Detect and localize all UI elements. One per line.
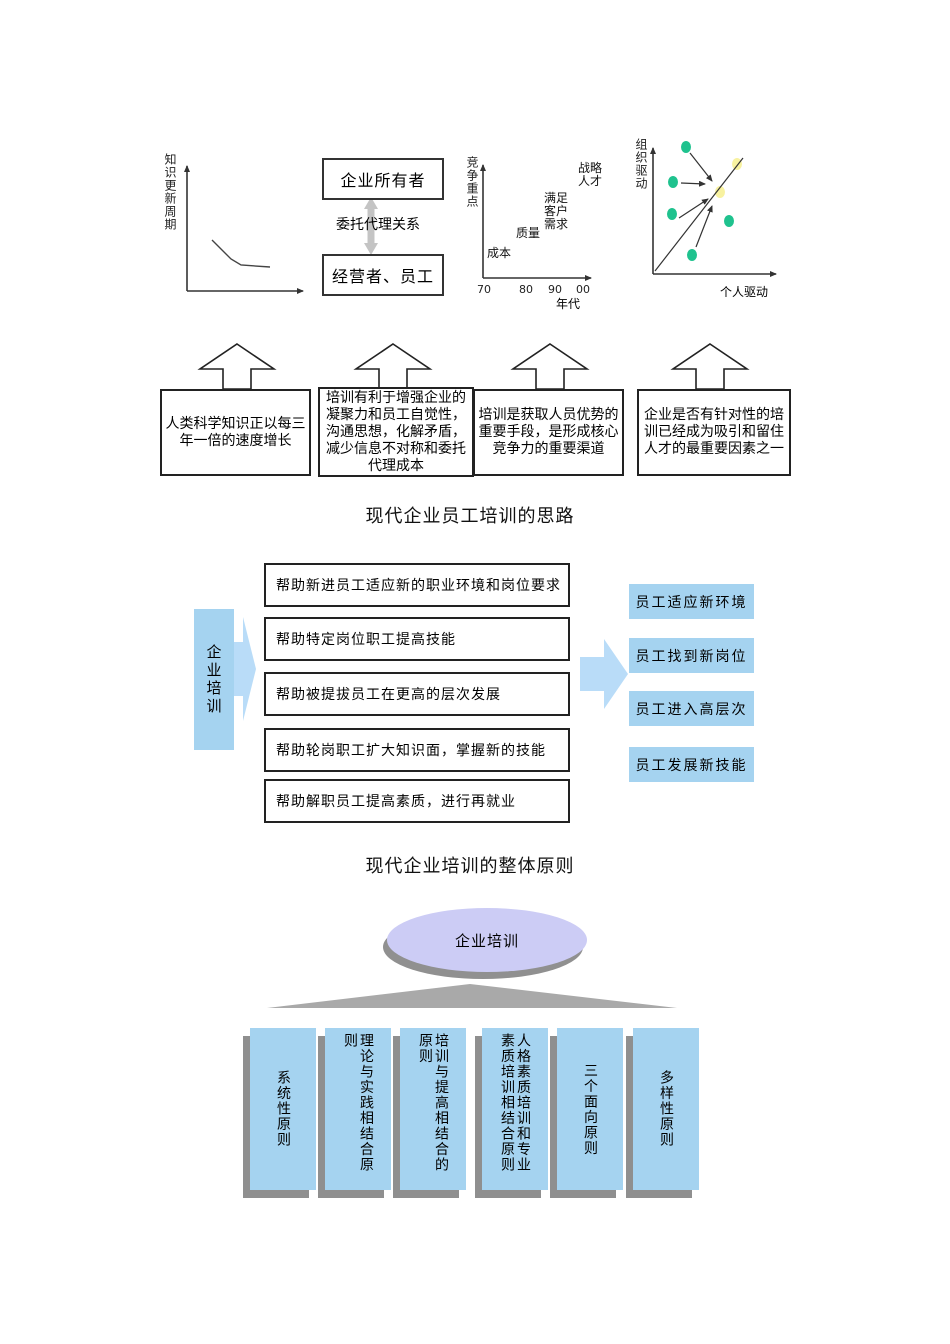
chart2-tick-00: 00 [576, 283, 590, 296]
green-dot [667, 208, 677, 220]
principle-label: 人格素质培训和专业素质培训相结合原则 [499, 1033, 531, 1173]
principle-label: 系统性原则 [275, 1070, 291, 1148]
reason-box: 企业是否有针对性的培训已经成为吸引和留住人才的最重要因素之一 [637, 389, 791, 476]
principle-box: 人格素质培训和专业素质培训相结合原则 [482, 1028, 548, 1190]
chart2-point-customer: 满足客户需求 [544, 191, 569, 231]
purpose-box: 帮助新进员工适应新的职业环境和岗位要求 [264, 563, 570, 607]
owner-box: 企业所有者 [322, 158, 444, 200]
up-arrow-icon [197, 343, 277, 390]
up-arrows [197, 343, 750, 390]
chart3-xlabel: 个人驱动 [720, 285, 769, 299]
right-arrow-icon [580, 639, 628, 709]
chart2-ylabel: 竞争重点 [465, 156, 479, 208]
section1-title: 现代企业员工培训的思路 [365, 506, 575, 527]
principle-label: 三个面向原则 [582, 1062, 598, 1156]
competition-focus-axes [480, 164, 592, 281]
knowledge-cycle-curve [211, 239, 271, 268]
purpose-box: 帮助特定岗位职工提高技能 [264, 617, 570, 661]
green-dot [668, 176, 678, 188]
outcome-box: 员工发展新技能 [629, 747, 754, 782]
chart2-tick-80: 80 [519, 283, 533, 296]
principle-box: 系统性原则 [250, 1028, 316, 1190]
chart2-point-talent: 战略人才 [578, 161, 603, 188]
fan-shape [267, 984, 677, 1008]
agency-relation-label: 委托代理关系 [336, 217, 420, 233]
chart2-tick-70: 70 [477, 283, 491, 296]
chart2-xlabel: 年代 [556, 297, 581, 311]
principle-box: 理论与实践相结合原则 [325, 1028, 391, 1190]
knowledge-cycle-axes [184, 165, 304, 294]
section2-title: 现代企业培训的整体原则 [365, 856, 575, 877]
outcome-box: 员工适应新环境 [629, 584, 754, 619]
chart2-point-quality: 质量 [516, 226, 541, 240]
training-root-ellipse: 企业培训 [387, 908, 587, 972]
enterprise-training-label: 企业培训 [204, 643, 223, 716]
chart2-tick-90: 90 [548, 283, 562, 296]
yellow-dot [715, 186, 725, 198]
outcome-box: 员工找到新岗位 [629, 638, 754, 673]
up-arrow-icon [353, 343, 433, 390]
principle-label: 多样性原则 [658, 1070, 674, 1148]
purpose-box: 帮助被提拔员工在更高的层次发展 [264, 672, 570, 716]
principle-label: 理论与实践相结合原则 [342, 1033, 374, 1173]
outcome-box: 员工进入高层次 [629, 691, 754, 726]
drive-dots [667, 141, 742, 261]
principle-box: 三个面向原则 [557, 1028, 623, 1190]
reason-box: 人类科学知识正以每三年一倍的速度增长 [160, 389, 311, 476]
principle-label: 培训与提高相结合的原则 [417, 1033, 449, 1173]
up-arrow-icon [510, 343, 590, 390]
chart1-ylabel: 知识更新周期 [163, 153, 177, 231]
drive-chart-axes [650, 147, 777, 277]
convergence-arrows [654, 152, 744, 272]
principle-box: 培训与提高相结合的原则 [400, 1028, 466, 1190]
green-dot [681, 141, 691, 153]
green-dot [724, 215, 734, 227]
managers-box: 经营者、员工 [322, 254, 444, 296]
purpose-box: 帮助解职员工提高素质，进行再就业 [264, 779, 570, 823]
chart2-point-cost: 成本 [487, 246, 512, 260]
principle-box: 多样性原则 [633, 1028, 699, 1190]
up-arrow-icon [670, 343, 750, 390]
yellow-dot [732, 158, 742, 170]
enterprise-training-source-box: 企业培训 [194, 609, 234, 750]
purpose-box: 帮助轮岗职工扩大知识面，掌握新的技能 [264, 728, 570, 772]
reason-box: 培训有利于增强企业的凝聚力和员工自觉性，沟通思想，化解矛盾，减少信息不对称和委托… [318, 387, 474, 477]
reason-box: 培训是获取人员优势的重要手段，是形成核心竞争力的重要渠道 [473, 389, 624, 476]
chart3-ylabel: 组织驱动 [634, 138, 648, 190]
green-dot [687, 249, 697, 261]
right-arrow-icon [233, 617, 256, 721]
